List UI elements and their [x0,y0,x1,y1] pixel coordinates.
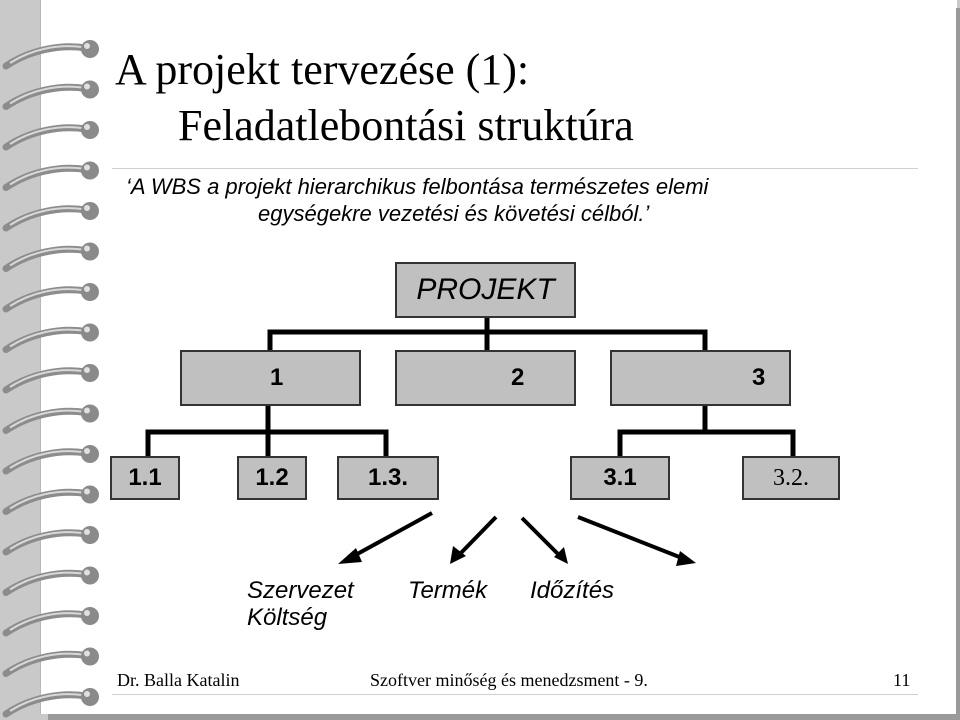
spiral-binding-icon [2,40,99,718]
spiral-ring [2,526,99,556]
wbs-node-3: 3 [610,350,791,406]
footer-course: Szoftver minőség és menedzsment - 9. [370,670,648,690]
spiral-ring [2,202,99,232]
wbs-node-2: 2 [395,350,576,406]
spiral-ring [2,121,99,151]
aspect-termek: Termék [408,577,488,604]
spiral-ring [2,40,99,70]
aspect-idozites: Időzítés [530,577,615,604]
wbs-node-1-1: 1.1 [110,456,180,500]
arrow-termek [456,515,498,558]
spiral-ring [2,445,99,475]
definition-line1: ‘A WBS a projekt hierarchikus felbontása… [126,174,709,199]
footer-divider [112,694,918,695]
arrowhead-termek [450,546,466,564]
spiral-ring [2,283,99,313]
footer-author: Dr. Balla Katalin [117,670,240,690]
arrow-idozites [520,516,562,558]
wbs-node-1-3: 1.3. [337,456,439,500]
spiral-ring [2,485,99,515]
definition-line2: egységekre vezetési és követési célból.’ [258,201,650,226]
wbs-node-3-2: 3.2. [742,456,840,500]
spiral-ring [2,323,99,353]
arrowhead-extra [676,551,696,566]
spiral-ring [2,242,99,272]
aspect-koltseg: Költség [247,604,328,631]
arrowhead-idozites [554,547,568,564]
spiral-ring [2,364,99,394]
arrow-extra [577,515,688,562]
arrowhead-szervezet [338,548,362,564]
spiral-ring [2,80,99,110]
spiral-ring [2,688,99,718]
wbs-root-box: PROJEKT [395,262,576,318]
arrow-szervezet [349,511,433,560]
aspect-szervezet: Szervezet [247,577,354,604]
title-divider [112,168,918,169]
spiral-ring [2,566,99,596]
footer-page-number: 11 [893,670,911,690]
spiral-ring [2,161,99,191]
page-shadow-bottom [48,714,960,720]
spiral-ring [2,607,99,637]
slide-title-line1: A projekt tervezése (1): [115,45,530,94]
spiral-ring [2,404,99,434]
wbs-node-1-2: 1.2 [237,456,307,500]
wbs-node-1: 1 [180,350,361,406]
page-shadow-right [956,8,960,720]
spiral-ring [2,647,99,677]
wbs-node-3-1: 3.1 [570,456,670,500]
slide-title-line2: Feladatlebontási struktúra [178,101,634,150]
